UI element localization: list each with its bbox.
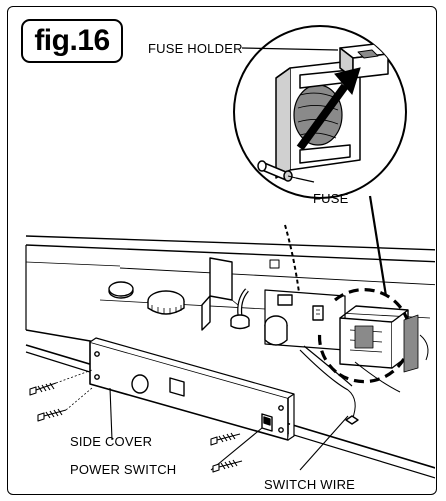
- figure-frame: [7, 6, 437, 495]
- fuse-detail-zoom: [233, 25, 407, 199]
- fuse-label: FUSE: [313, 191, 349, 206]
- machine-base-drawing: [25, 224, 435, 481]
- side-cover-label: SIDE COVER: [70, 434, 153, 449]
- figure-number-label: fig.16: [21, 19, 123, 63]
- power-switch-label: POWER SWITCH: [70, 462, 177, 477]
- fuse-holder-label: FUSE HOLDER: [148, 41, 243, 56]
- switch-wire-label: SWITCH WIRE: [264, 477, 356, 492]
- screws: [29, 382, 243, 473]
